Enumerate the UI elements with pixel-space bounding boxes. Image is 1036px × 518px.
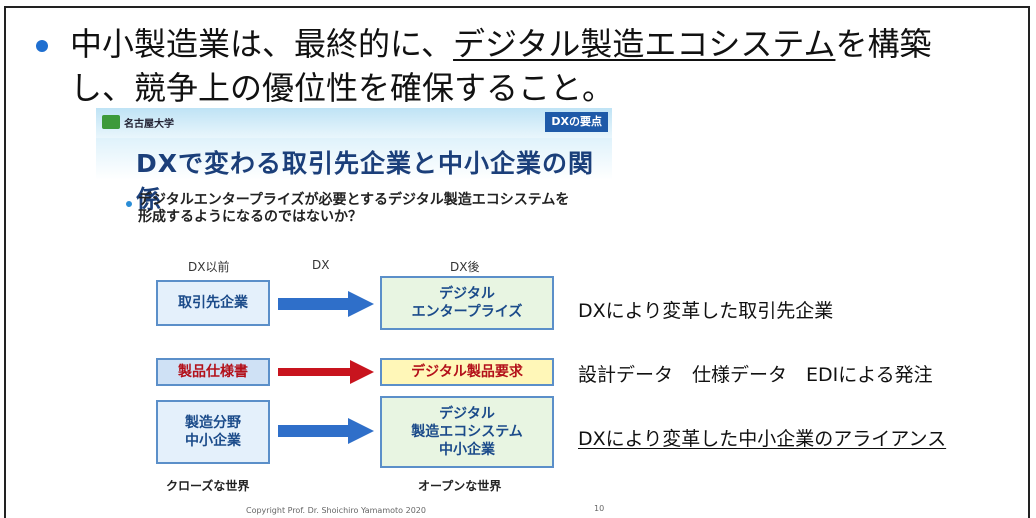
- box-sme-line2: 中小企業: [185, 433, 241, 449]
- column-header-after: DX後: [450, 260, 480, 274]
- column-header-dx: DX: [312, 258, 330, 272]
- box-ecosystem-line1: デジタル: [439, 406, 495, 422]
- university-logo-icon: [102, 115, 120, 129]
- box-sme-manufacturing: 製造分野 中小企業: [156, 400, 270, 464]
- main-statement: 中小製造業は、最終的に、デジタル製造エコシステムを構築 し、競争上の優位性を確保…: [70, 22, 931, 110]
- box-ecosystem-line2: 製造エコシステム: [411, 424, 523, 440]
- side-note-alliance: DXにより変革した中小企業のアライアンス: [578, 428, 947, 450]
- content-frame: [4, 6, 1030, 518]
- box-product-spec: 製品仕様書: [156, 358, 270, 386]
- box-trading-partner-label: 取引先企業: [178, 295, 248, 311]
- main-line-1-suffix: を構築: [835, 25, 932, 63]
- embedded-slide: 名古屋大学 DXの要点 DXで変わる取引先企業と中小企業の関係 デジタルエンター…: [96, 108, 612, 518]
- slide-bullet-text: デジタルエンタープライズが必要とするデジタル製造エコシステムを形成するようになる…: [138, 192, 570, 225]
- column-header-before: DX以前: [188, 260, 230, 274]
- box-digital-product-req: デジタル製品要求: [380, 358, 554, 386]
- main-line-1-underlined: デジタル製造エコシステム: [453, 25, 836, 63]
- slide-section-tag: DXの要点: [545, 112, 608, 132]
- bullet-icon: [36, 40, 48, 52]
- arrow-right-icon: [278, 418, 374, 444]
- slide-title: DXで変わる取引先企業と中小企業の関係: [136, 149, 595, 214]
- box-digital-ecosystem: デジタル 製造エコシステム 中小企業: [380, 396, 554, 468]
- box-digital-enterprise-line2: エンタープライズ: [411, 304, 523, 320]
- main-line-1-prefix: 中小製造業は、最終的に、: [70, 25, 454, 63]
- slide-org-name: 名古屋大学: [124, 119, 174, 130]
- box-trading-partner: 取引先企業: [156, 280, 270, 326]
- main-line-1: 中小製造業は、最終的に、デジタル製造エコシステムを構築: [70, 22, 931, 66]
- box-digital-product-req-label: デジタル製品要求: [411, 364, 523, 380]
- box-digital-enterprise: デジタル エンタープライズ: [380, 276, 554, 330]
- box-digital-enterprise-line1: デジタル: [439, 286, 495, 302]
- main-line-2: し、競争上の優位性を確保すること。: [70, 69, 615, 107]
- box-ecosystem-line3: 中小企業: [439, 442, 495, 458]
- side-note-data: 設計データ 仕様データ EDIによる発注: [578, 364, 933, 386]
- box-product-spec-label: 製品仕様書: [178, 364, 248, 380]
- slide-bullet-icon: [126, 201, 132, 207]
- arrow-right-icon: [278, 291, 374, 317]
- label-open-world: オープンな世界: [418, 479, 502, 493]
- slide-header: [96, 108, 612, 138]
- slide-title-band: [96, 138, 612, 180]
- slide-page-number: 10: [594, 504, 605, 513]
- side-note-partner: DXにより変革した取引先企業: [578, 300, 834, 322]
- box-sme-line1: 製造分野: [185, 415, 241, 431]
- slide-copyright: Copyright Prof. Dr. Shoichiro Yamamoto 2…: [246, 506, 426, 515]
- arrow-right-icon: [278, 360, 374, 384]
- label-closed-world: クローズな世界: [166, 479, 250, 493]
